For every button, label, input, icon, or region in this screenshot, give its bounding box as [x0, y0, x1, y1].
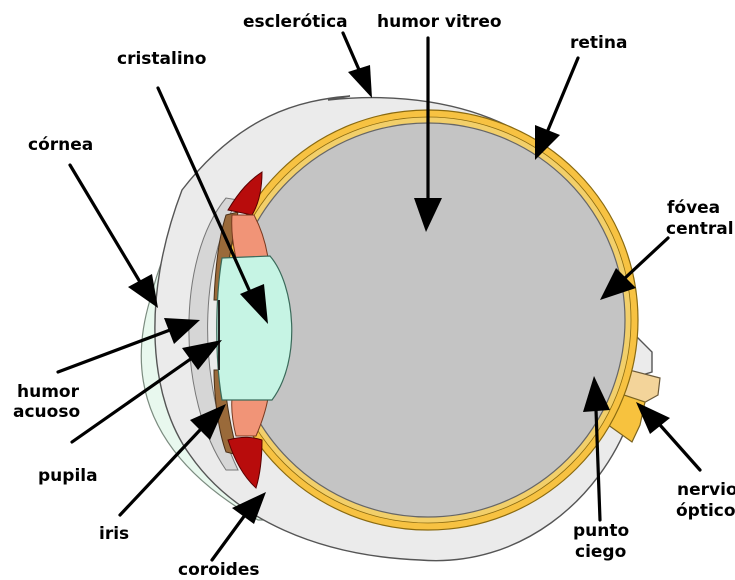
label-humor-acuoso-line1: humor	[17, 382, 80, 402]
label-cornea: córnea	[28, 135, 93, 155]
label-nervio-optico-line2: óptico	[676, 501, 735, 521]
label-fovea-line2: central	[666, 219, 734, 239]
label-humor-vitreo: humor vitreo	[377, 12, 502, 32]
crystalline-lens	[217, 256, 292, 400]
label-iris: iris	[99, 524, 129, 544]
label-humor-acuoso-line2: acuoso	[13, 402, 80, 422]
arrow-cornea-head	[128, 274, 158, 308]
label-coroides: coroides	[178, 560, 259, 580]
label-fovea-line1: fóvea	[667, 198, 720, 218]
eye-structure	[141, 96, 660, 561]
label-punto-ciego-line1: punto	[573, 521, 629, 541]
label-retina: retina	[570, 33, 627, 53]
label-cristalino: cristalino	[117, 49, 206, 69]
label-pupila: pupila	[38, 466, 98, 486]
label-punto-ciego-line2: ciego	[575, 542, 626, 562]
label-esclerotica: esclerótica	[243, 12, 348, 32]
label-nervio-optico-line1: nervio	[677, 480, 735, 500]
arrow-esclerotica-head	[348, 65, 372, 98]
